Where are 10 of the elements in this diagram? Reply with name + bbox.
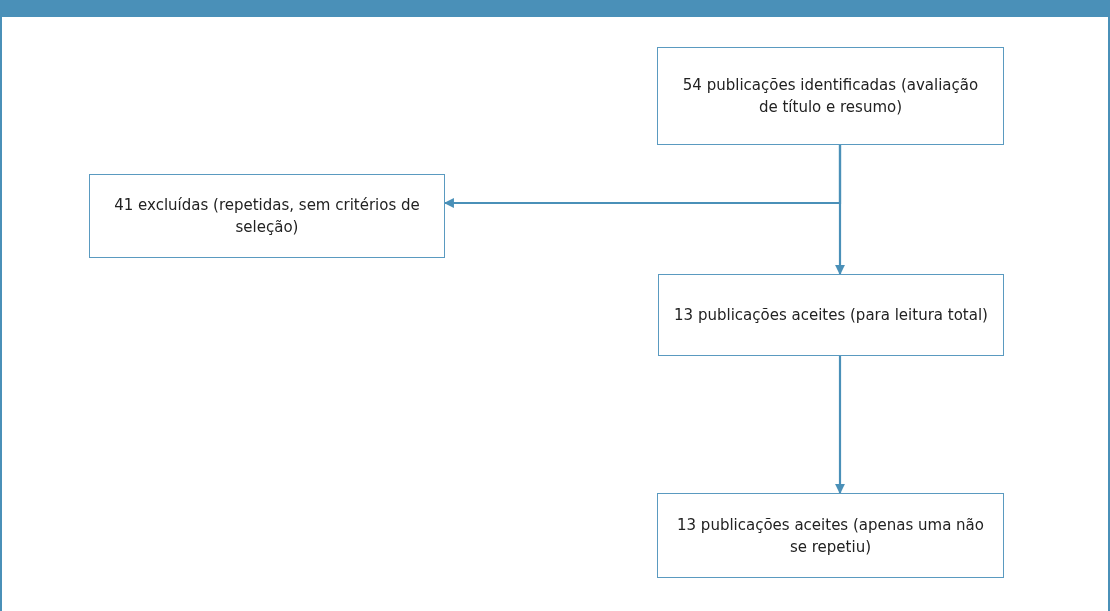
box-text: 41 excluídas (repetidas, sem critérios de seleção) (113, 195, 421, 238)
box-text: 13 publicações aceites (para leitura total) (674, 305, 988, 326)
process-box (658, 274, 1004, 356)
arrow (835, 145, 845, 275)
process-box (657, 493, 1004, 578)
box-text: 13 publicações aceites (apenas uma não se repetiu) (676, 514, 985, 558)
process-box (657, 47, 1004, 145)
arrow (835, 356, 845, 494)
process-box (89, 174, 445, 258)
box-text: 54 publicações identificadas (avaliação de título e resumo) (681, 75, 980, 118)
